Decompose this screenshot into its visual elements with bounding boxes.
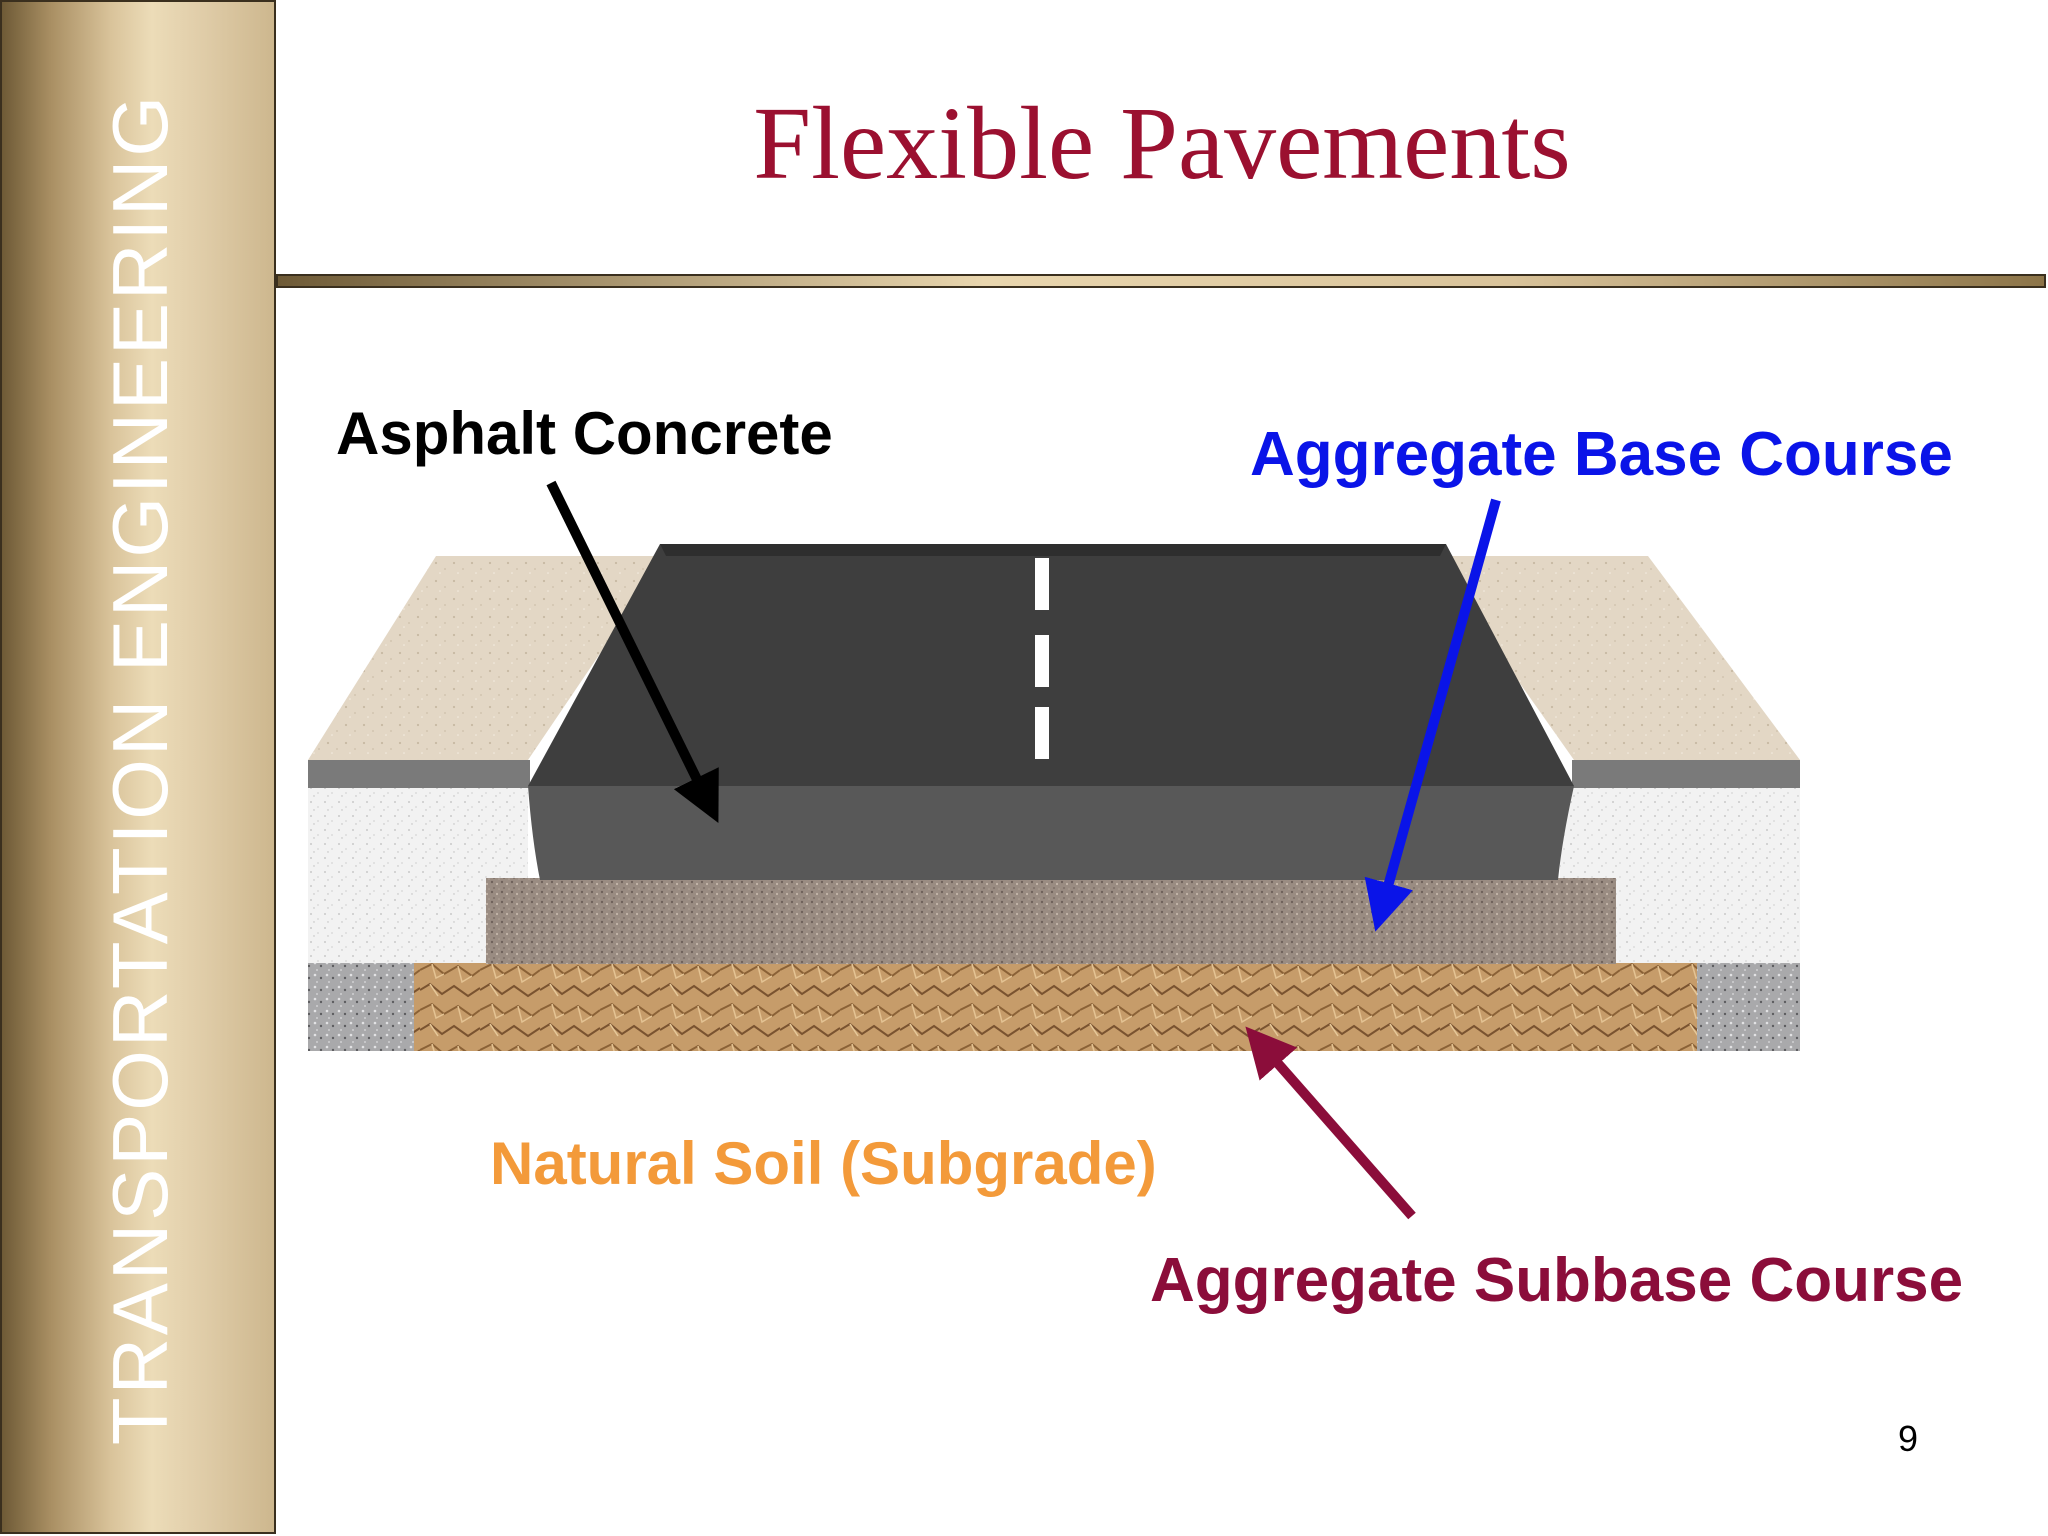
aggregate-base-arrow — [1364, 498, 1501, 932]
aggregate-subbase-arrow — [1245, 1026, 1416, 1220]
right-shoulder-edge — [1572, 760, 1800, 788]
aggregate-subbase-course-label: Aggregate Subbase Course — [1150, 1246, 1964, 1315]
aggregate-base-layer — [486, 878, 1616, 964]
right-shoulder-top — [1430, 556, 1800, 760]
lane-marking — [1035, 707, 1049, 759]
left-shoulder-edge — [308, 760, 530, 788]
natural-soil-label: Natural Soil (Subgrade) — [490, 1130, 1157, 1197]
right-granite-block — [1694, 963, 1800, 1051]
asphalt-top-surface — [528, 544, 1574, 786]
subgrade-soil-layer — [414, 963, 1697, 1051]
side-banner: TRANSPORTATION ENGINEERING — [0, 0, 276, 1534]
lane-marking — [1035, 635, 1049, 687]
asphalt-front-face — [528, 786, 1574, 880]
left-shoulder-top — [308, 556, 666, 760]
asphalt-concrete-label: Asphalt Concrete — [336, 400, 833, 467]
asphalt-concrete-arrow — [546, 480, 719, 823]
title-divider — [276, 274, 2046, 288]
left-granite-block — [308, 963, 418, 1051]
aggregate-base-course-label: Aggregate Base Course — [1250, 420, 1953, 489]
asphalt-top-edge — [660, 544, 1446, 556]
page-number: 9 — [1898, 1418, 1919, 1459]
slide-title: Flexible Pavements — [753, 86, 1571, 201]
lane-marking — [1035, 558, 1049, 610]
